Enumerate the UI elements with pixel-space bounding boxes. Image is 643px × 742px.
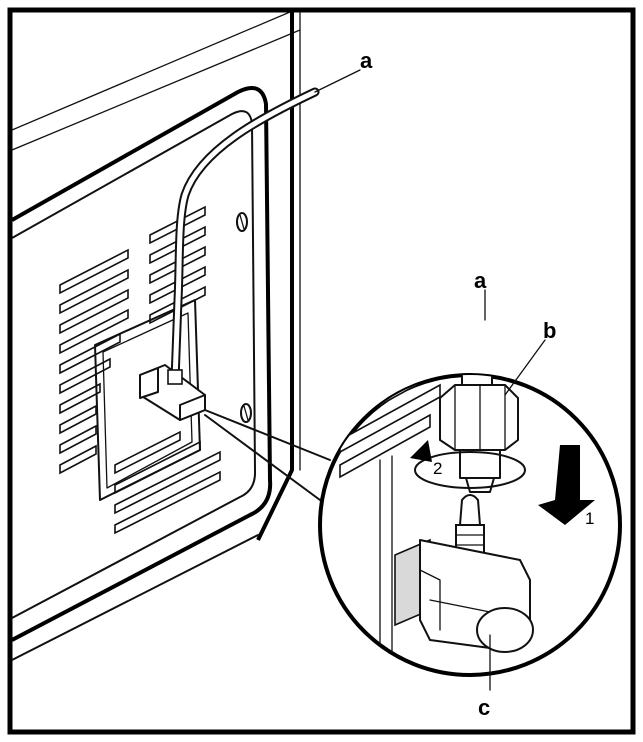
label-hose-zoom: a bbox=[474, 268, 487, 293]
elbow-fitting-small bbox=[139, 364, 206, 421]
appliance-body bbox=[12, 12, 301, 661]
zoom-callout bbox=[204, 409, 331, 501]
hex-nut bbox=[439, 384, 519, 493]
elbow-fitting-large bbox=[394, 538, 534, 653]
step-turn: 2 bbox=[433, 459, 442, 478]
step-push: 1 bbox=[585, 509, 594, 528]
label-hose-top: a bbox=[360, 48, 373, 73]
leader-line bbox=[504, 339, 546, 396]
connection-recess bbox=[94, 299, 201, 501]
screw bbox=[236, 212, 248, 232]
label-nut: b bbox=[543, 318, 556, 343]
screw bbox=[240, 403, 252, 423]
push-arrow bbox=[538, 445, 595, 525]
label-fitting: c bbox=[478, 695, 490, 720]
rotation-arrow bbox=[410, 440, 526, 489]
leader-line bbox=[314, 69, 361, 93]
vent-slots bbox=[59, 205, 221, 535]
